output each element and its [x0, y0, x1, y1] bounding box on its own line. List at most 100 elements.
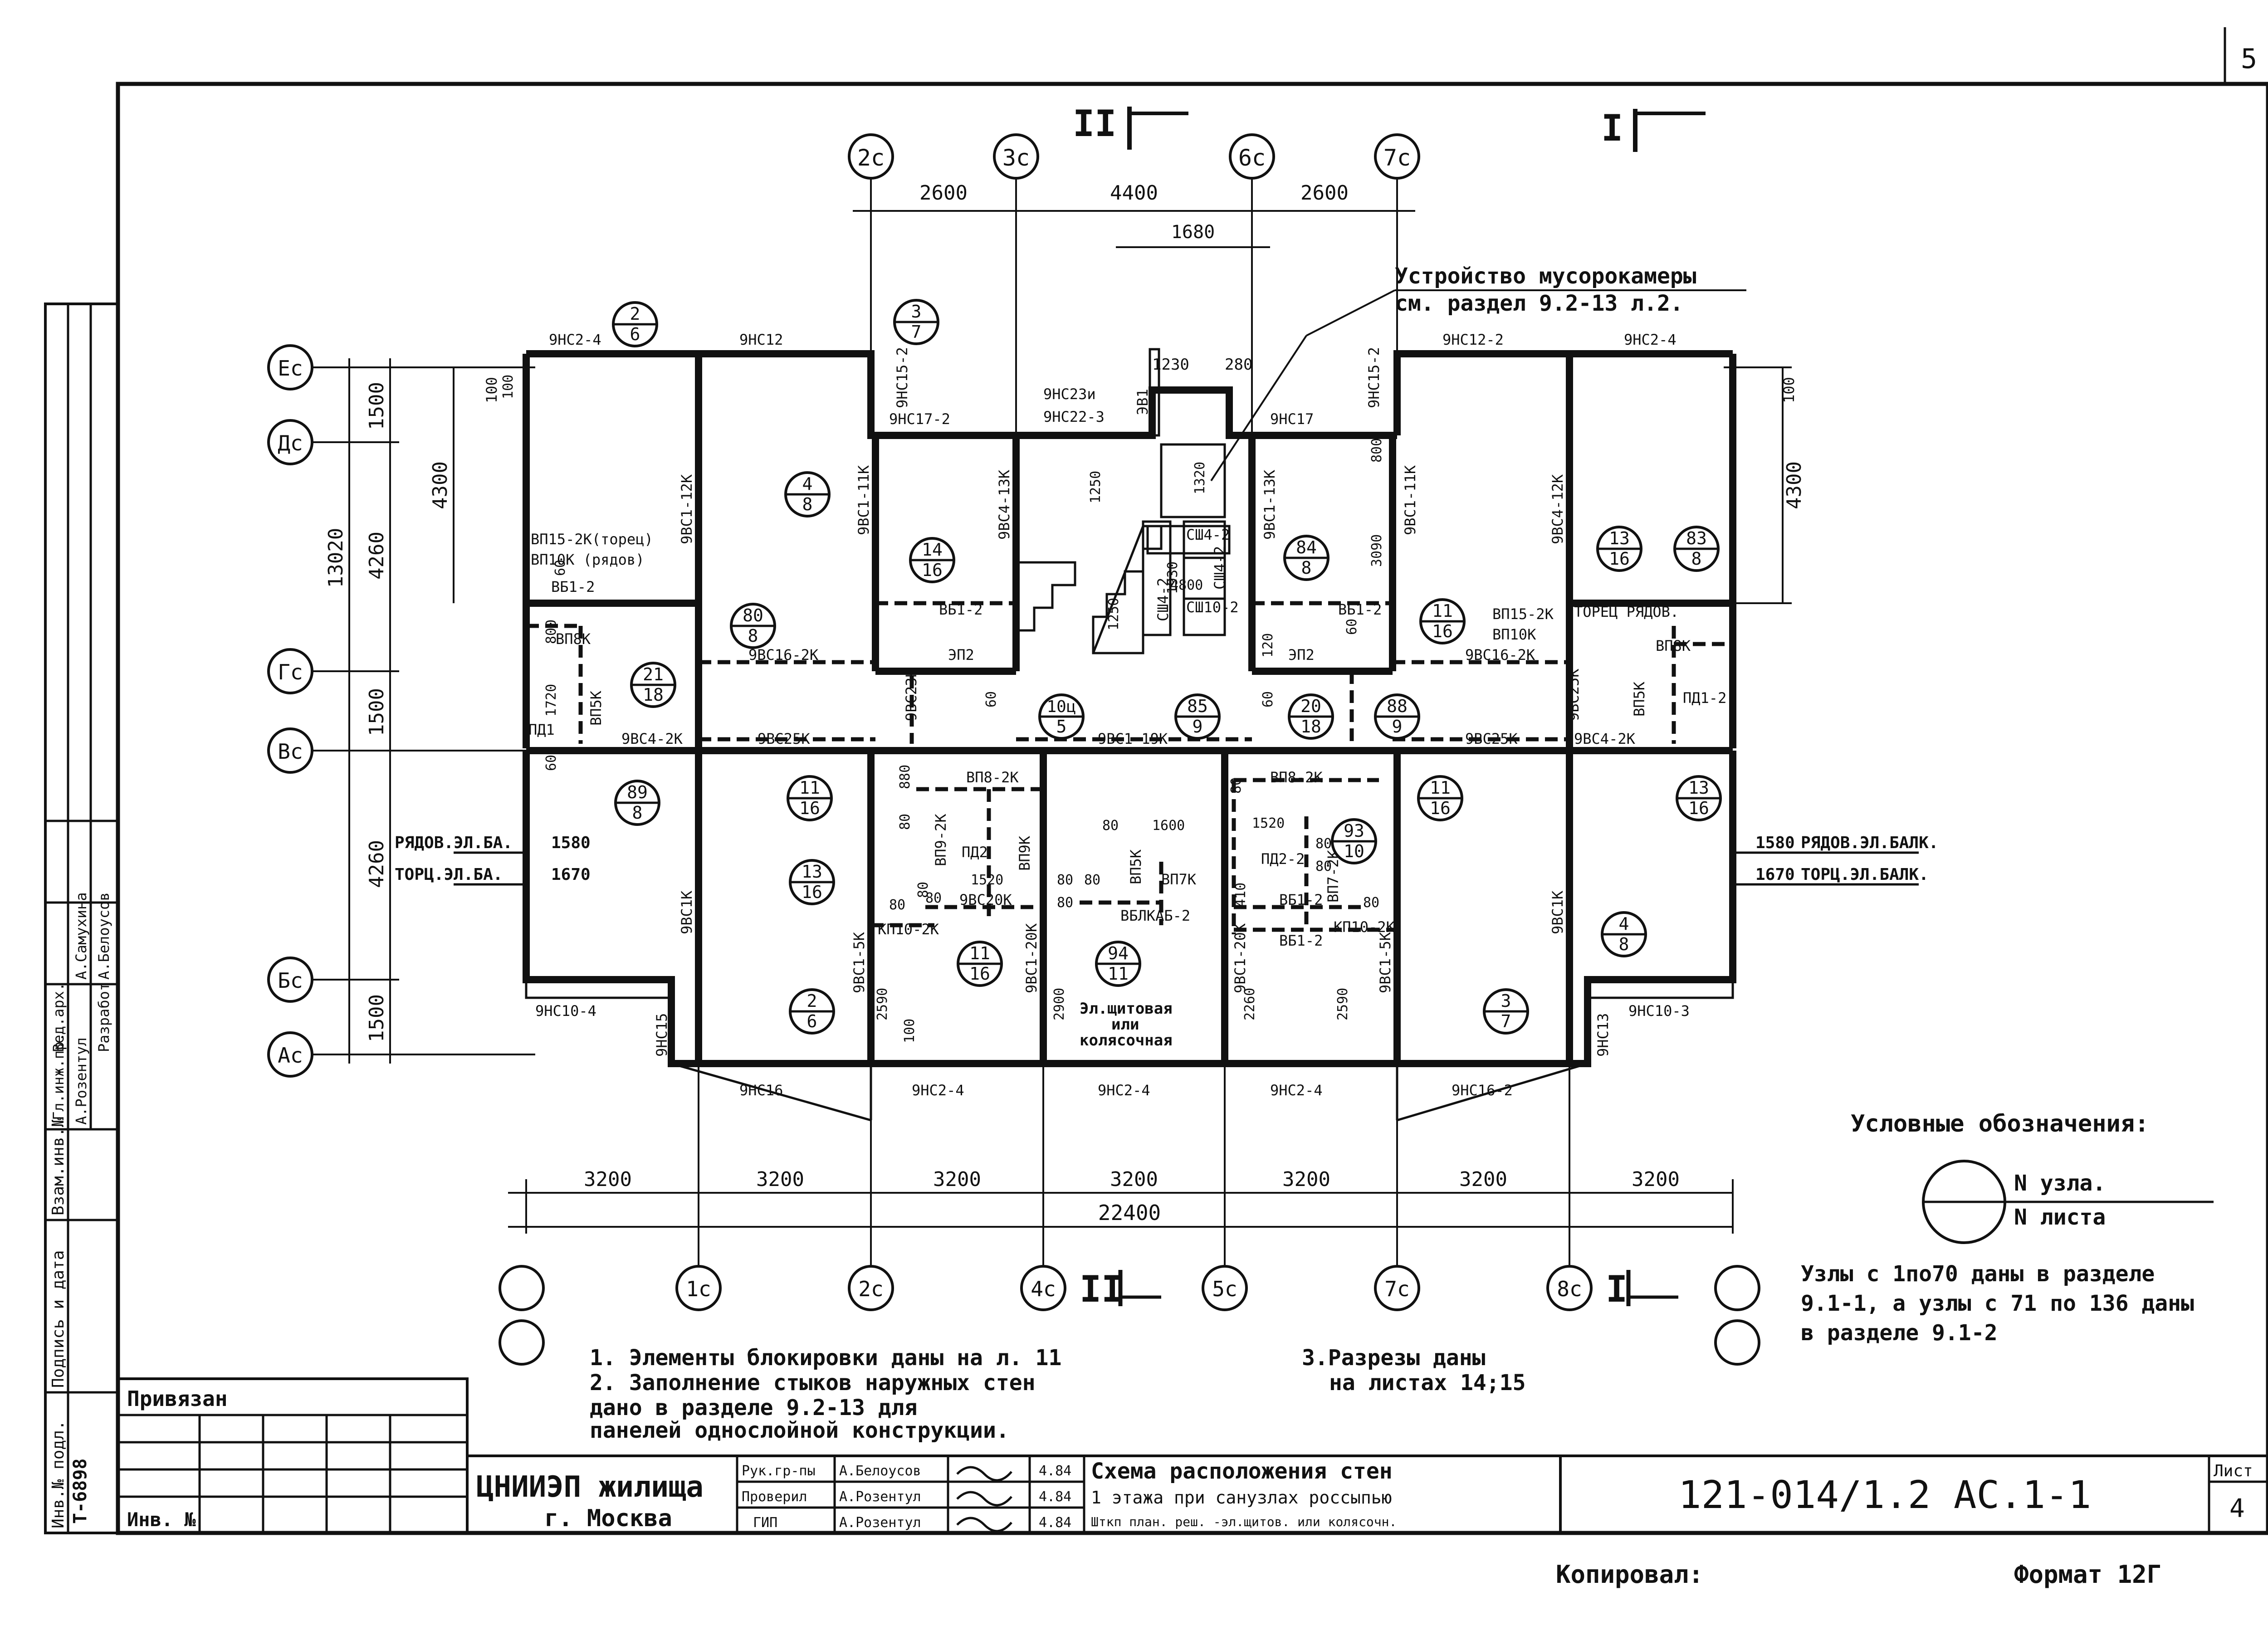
format-label: Формат 12Г	[2014, 1560, 2161, 1589]
svg-text:16: 16	[922, 560, 943, 580]
svg-text:Вед.арх.: Вед.арх.	[50, 982, 67, 1052]
svg-text:I: I	[1601, 107, 1623, 149]
top-dim-4400: 4400	[1110, 181, 1158, 205]
node-callout: 48	[1601, 911, 1647, 957]
svg-text:94: 94	[1108, 943, 1129, 963]
svg-text:9НС12-2: 9НС12-2	[1442, 331, 1504, 348]
svg-text:А.Самухина: А.Самухина	[73, 892, 90, 980]
svg-text:800: 800	[1369, 438, 1385, 463]
svg-text:9ВС1-20К: 9ВС1-20К	[1232, 923, 1249, 993]
svg-text:9: 9	[1392, 717, 1403, 737]
svg-text:Эл.щитовая: Эл.щитовая	[1080, 1000, 1173, 1018]
svg-text:ЦНИИЭП жилища: ЦНИИЭП жилища	[476, 1470, 704, 1504]
room-note: Эл.щитовая или колясочная	[1080, 1000, 1173, 1049]
svg-text:8c: 8c	[1557, 1277, 1582, 1301]
svg-text:колясочная: колясочная	[1080, 1031, 1173, 1049]
top-dim-2600-left: 2600	[919, 181, 968, 205]
svg-text:9НС15: 9НС15	[653, 1013, 670, 1057]
svg-text:80: 80	[897, 814, 913, 830]
axis-3c-top: 3c	[993, 133, 1039, 180]
svg-text:9ВС23К: 9ВС23К	[903, 669, 920, 721]
svg-text:А.Розентул: А.Розентул	[73, 1037, 90, 1125]
svg-text:3200: 3200	[1459, 1168, 1507, 1191]
svg-text:КП10-2К: КП10-2К	[878, 921, 939, 938]
node-callout: 808	[730, 603, 776, 649]
svg-text:4.84: 4.84	[1039, 1515, 1071, 1531]
svg-text:80: 80	[743, 605, 763, 625]
svg-text:Шткп план. реш. -эл.щитов. или: Шткп план. реш. -эл.щитов. или колясочн.	[1091, 1514, 1397, 1529]
svg-text:9ВС4-13К: 9ВС4-13К	[996, 469, 1013, 540]
svg-text:80: 80	[1363, 895, 1379, 911]
svg-text:ЭВ1: ЭВ1	[1134, 389, 1151, 415]
svg-text:ПД2-2: ПД2-2	[1261, 850, 1305, 868]
svg-text:А.Белоусов: А.Белоусов	[95, 892, 112, 980]
svg-text:9НС15-2: 9НС15-2	[894, 347, 911, 408]
svg-text:9ВС4-2К: 9ВС4-2К	[621, 730, 683, 747]
svg-text:Подпись и дата: Подпись и дата	[49, 1250, 68, 1388]
svg-text:3200: 3200	[1110, 1168, 1158, 1191]
svg-text:Дс: Дс	[278, 431, 303, 455]
refuse-note-line2: см. раздел 9.2-13 л.2.	[1395, 291, 1683, 316]
svg-text:2. Заполнение стыков наружных: 2. Заполнение стыков наружных стен	[590, 1370, 1036, 1396]
svg-text:Бс: Бс	[278, 968, 303, 993]
svg-text:80: 80	[1228, 777, 1244, 794]
svg-text:9ВС1-20К: 9ВС1-20К	[1023, 923, 1040, 993]
svg-text:3.Разрезы даны: 3.Разрезы даны	[1302, 1345, 1486, 1371]
svg-text:9НС16-2: 9НС16-2	[1452, 1082, 1513, 1099]
svg-text:Проверил: Проверил	[742, 1489, 807, 1505]
svg-text:8: 8	[1619, 934, 1629, 954]
svg-text:6: 6	[630, 324, 640, 344]
svg-text:1520: 1520	[1252, 815, 1285, 831]
node-callout: 37	[1483, 988, 1529, 1035]
balcony-dimensions: РЯДОВ.ЭЛ.БА. 1580 ТОРЦ.ЭЛ.БА. 1670 1580 …	[395, 834, 1938, 884]
svg-text:121-014/1.2 АС.1-1: 121-014/1.2 АС.1-1	[1678, 1473, 2091, 1517]
left-dim-4260-top: 4260	[365, 532, 388, 580]
svg-text:60: 60	[1344, 619, 1360, 635]
svg-text:1930: 1930	[1165, 561, 1181, 594]
left-dim-100: 100	[483, 377, 500, 403]
left-dim-13020: 13020	[324, 528, 347, 588]
axis-4c-bottom: 4c	[1020, 1265, 1066, 1311]
svg-text:880: 880	[897, 765, 913, 789]
svg-text:9НС15-2: 9НС15-2	[1365, 347, 1383, 408]
svg-text:7c: 7c	[1383, 145, 1411, 171]
svg-text:ТОРЦ.ЭЛ.БА.: ТОРЦ.ЭЛ.БА.	[395, 865, 503, 884]
bottom-dimensions: 3200 3200 3200 3200 3200 3200 3200 22400	[508, 1061, 1734, 1265]
section-mark-I-bottom: I	[1606, 1268, 1678, 1310]
svg-text:ВБ1-2: ВБ1-2	[1279, 932, 1323, 949]
node-callout: 859	[1174, 693, 1221, 740]
svg-text:6c: 6c	[1238, 145, 1266, 171]
svg-text:РЯДОВ.ЭЛ.БА.: РЯДОВ.ЭЛ.БА.	[395, 834, 513, 852]
panel-labels: 9НС2-4 9НС12 9НС12-2 9НС2-4 9НС17-2 9НС2…	[528, 331, 1726, 1099]
svg-text:16: 16	[1432, 621, 1453, 641]
svg-text:ПД1: ПД1	[528, 721, 555, 738]
svg-text:ВП10К: ВП10К	[1492, 626, 1536, 643]
svg-text:9ВС25К: 9ВС25К	[758, 730, 810, 747]
svg-text:Гл.инж.пр.: Гл.инж.пр.	[50, 1033, 67, 1120]
svg-text:Узлы с 1по70 даны в разделе: Узлы с 1по70 даны в разделе	[1801, 1261, 2155, 1287]
svg-text:120: 120	[1260, 633, 1276, 658]
svg-text:18: 18	[643, 685, 664, 705]
svg-text:8: 8	[632, 803, 643, 823]
svg-text:1. Элементы блокировки даны на: 1. Элементы блокировки даны на л. 11	[590, 1345, 1061, 1371]
svg-text:84: 84	[1296, 537, 1317, 557]
axis-Dc: Дс	[267, 419, 313, 465]
svg-text:СШ4-2: СШ4-2	[1154, 578, 1172, 621]
row-axis-markers: Ес Дс Гс Вс Бс Ас	[267, 344, 313, 1078]
svg-text:ВП15-2К(торец): ВП15-2К(торец)	[531, 531, 653, 548]
total-dim-22400: 22400	[1098, 1201, 1161, 1225]
axis-7c-bottom: 7c	[1374, 1265, 1420, 1311]
svg-text:9ВС25К: 9ВС25К	[1565, 669, 1582, 721]
svg-text:9: 9	[1193, 717, 1203, 737]
svg-text:ВП5К: ВП5К	[587, 690, 605, 726]
svg-text:Ес: Ес	[278, 356, 303, 381]
svg-text:Взам.инв.№: Взам.инв.№	[49, 1117, 68, 1215]
svg-text:9ВС16-2К: 9ВС16-2К	[748, 646, 819, 664]
svg-text:г. Москва: г. Москва	[544, 1505, 672, 1532]
svg-text:9НС17-2: 9НС17-2	[889, 410, 950, 428]
